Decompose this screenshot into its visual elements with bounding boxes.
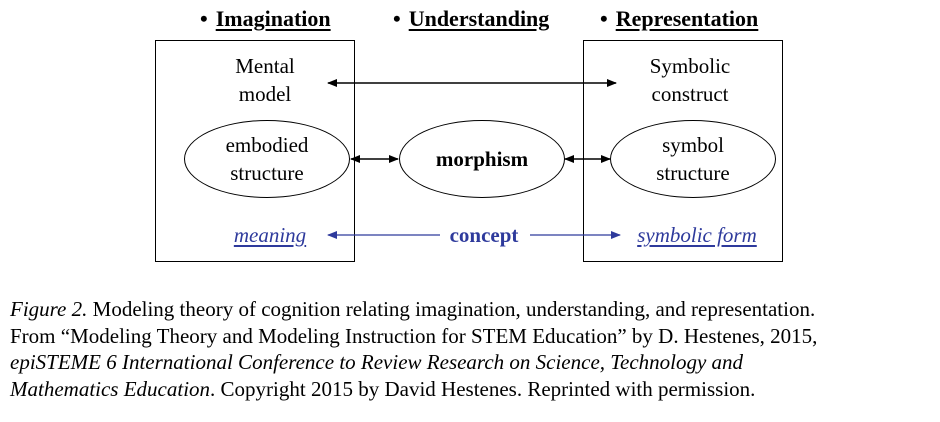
representation-box [583,40,783,262]
embodied-structure-line1: embodied [225,133,309,157]
symbolic-construct-line1: Symbolic [649,54,731,78]
mental-model-line2: model [238,82,292,106]
meaning-label: meaning [233,223,307,247]
bullet-icon: • [393,6,401,31]
symbolic-construct-label: Symbolic construct [625,52,755,108]
symbolic-form-label: symbolic form [637,223,757,247]
caption-line-1: Figure 2. Modeling theory of cognition r… [10,296,935,323]
cognition-diagram: • Imagination • Understanding • Representat… [155,6,783,262]
mental-model-line1: Mental [235,54,295,78]
embodied-structure-ellipse: embodied structure [184,120,350,198]
morphism-ellipse: morphism [399,120,565,198]
header-representation: • Representation [600,6,758,32]
bullet-icon: • [200,6,208,31]
symbol-structure-line1: symbol [662,133,724,157]
caption-line-3: epiSTEME 6 International Conference to R… [10,350,744,374]
caption-journal-tail: Mathematics Education [10,376,211,401]
morphism-label: morphism [435,147,529,171]
figure-number: Figure 2. [10,297,88,321]
arrows-layer [327,79,621,239]
header-representation-text: Representation [615,6,759,31]
symbolic-construct-line2: construct [651,82,729,106]
figure-caption: Figure 2. Modeling theory of cognition r… [10,296,935,402]
caption-line-2: From “Modeling Theory and Modeling Instr… [10,323,818,348]
mental-model-label: Mental model [205,52,325,108]
bullet-icon: • [600,6,608,31]
header-understanding: • Understanding [393,6,549,32]
caption-line-4: Mathematics Education. Copyright 2015 by… [10,376,935,403]
header-imagination-text: Imagination [215,6,331,31]
header-imagination: • Imagination [200,6,331,32]
symbol-structure-line2: structure [656,161,730,185]
caption-title: Modeling theory of cognition relating im… [87,297,816,321]
symbol-structure-ellipse: symbol structure [610,120,776,198]
header-understanding-text: Understanding [408,6,550,31]
imagination-box [155,40,355,262]
concept-label: concept [449,223,519,247]
embodied-structure-line2: structure [230,161,304,185]
caption-copyright: . Copyright 2015 by David Hestenes. Repr… [210,376,756,401]
